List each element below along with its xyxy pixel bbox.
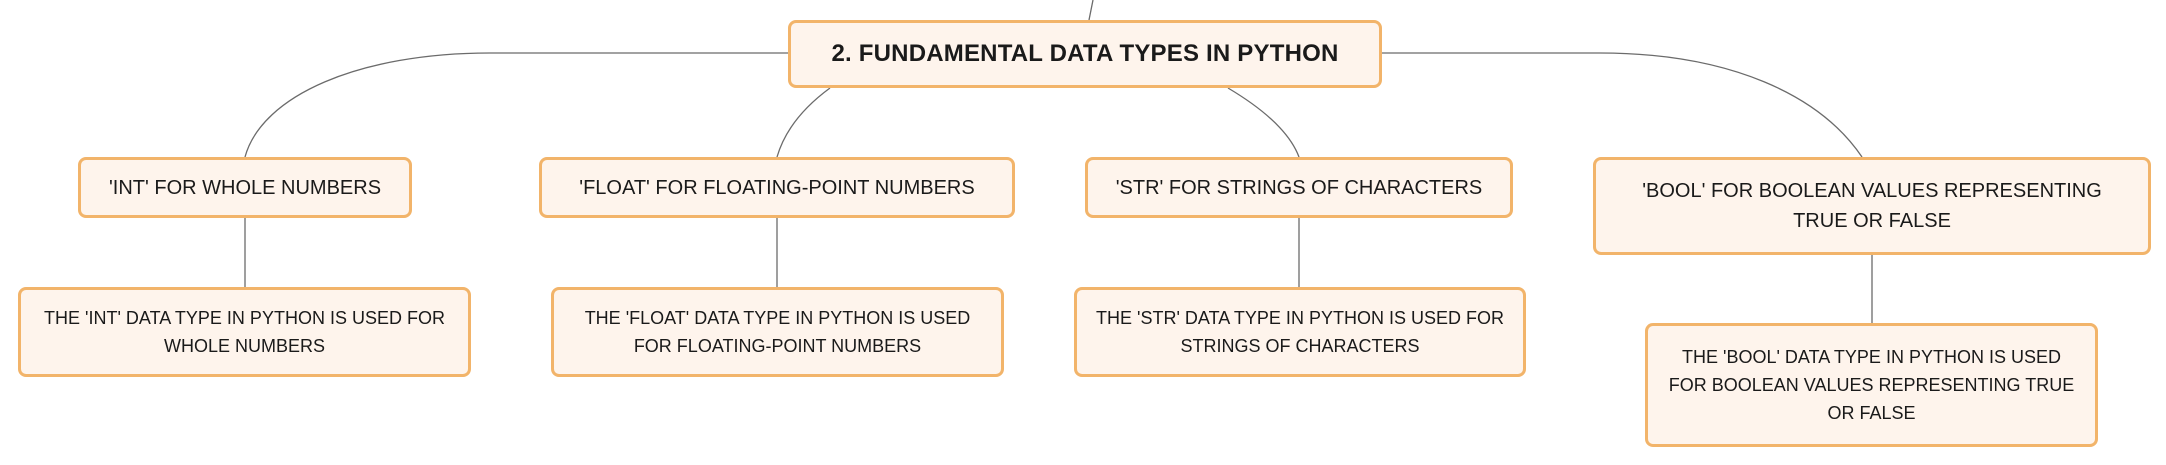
connector-root-float	[776, 87, 831, 158]
detail-text-bool: THE 'BOOL' DATA TYPE IN PYTHON IS USED F…	[1668, 347, 2075, 423]
topic-label-int: 'INT' FOR WHOLE NUMBERS	[108, 176, 382, 199]
topic-node-str[interactable]: 'STR' FOR STRINGS OF CHARACTERS	[1085, 157, 1513, 218]
topic-label-bool: 'BOOL' FOR BOOLEAN VALUES REPRESENTING T…	[1642, 180, 2102, 232]
detail-node-int[interactable]: THE 'INT' DATA TYPE IN PYTHON IS USED FO…	[18, 287, 471, 377]
parent-connector	[1088, 0, 1094, 21]
detail-node-bool[interactable]: THE 'BOOL' DATA TYPE IN PYTHON IS USED F…	[1645, 323, 2098, 447]
detail-node-str[interactable]: THE 'STR' DATA TYPE IN PYTHON IS USED FO…	[1074, 287, 1526, 377]
topic-node-float[interactable]: 'FLOAT' FOR FLOATING-POINT NUMBERS	[539, 157, 1015, 218]
detail-node-float[interactable]: THE 'FLOAT' DATA TYPE IN PYTHON IS USED …	[551, 287, 1004, 377]
connector-root-str	[1227, 87, 1300, 158]
root-label: 2. FUNDAMENTAL DATA TYPES IN PYTHON	[831, 40, 1339, 67]
topic-label-float: 'FLOAT' FOR FLOATING-POINT NUMBERS	[579, 176, 975, 199]
detail-text-int: THE 'INT' DATA TYPE IN PYTHON IS USED FO…	[44, 308, 445, 356]
topic-label-str: 'STR' FOR STRINGS OF CHARACTERS	[1115, 176, 1483, 199]
topic-node-int[interactable]: 'INT' FOR WHOLE NUMBERS	[78, 157, 412, 218]
connector-root-bool	[1382, 52, 1863, 158]
detail-text-float: THE 'FLOAT' DATA TYPE IN PYTHON IS USED …	[584, 308, 971, 356]
root-node[interactable]: 2. FUNDAMENTAL DATA TYPES IN PYTHON	[788, 20, 1382, 88]
topic-node-bool[interactable]: 'BOOL' FOR BOOLEAN VALUES REPRESENTING T…	[1593, 157, 2151, 255]
detail-text-str: THE 'STR' DATA TYPE IN PYTHON IS USED FO…	[1096, 308, 1504, 356]
connector-root-int	[244, 52, 788, 158]
